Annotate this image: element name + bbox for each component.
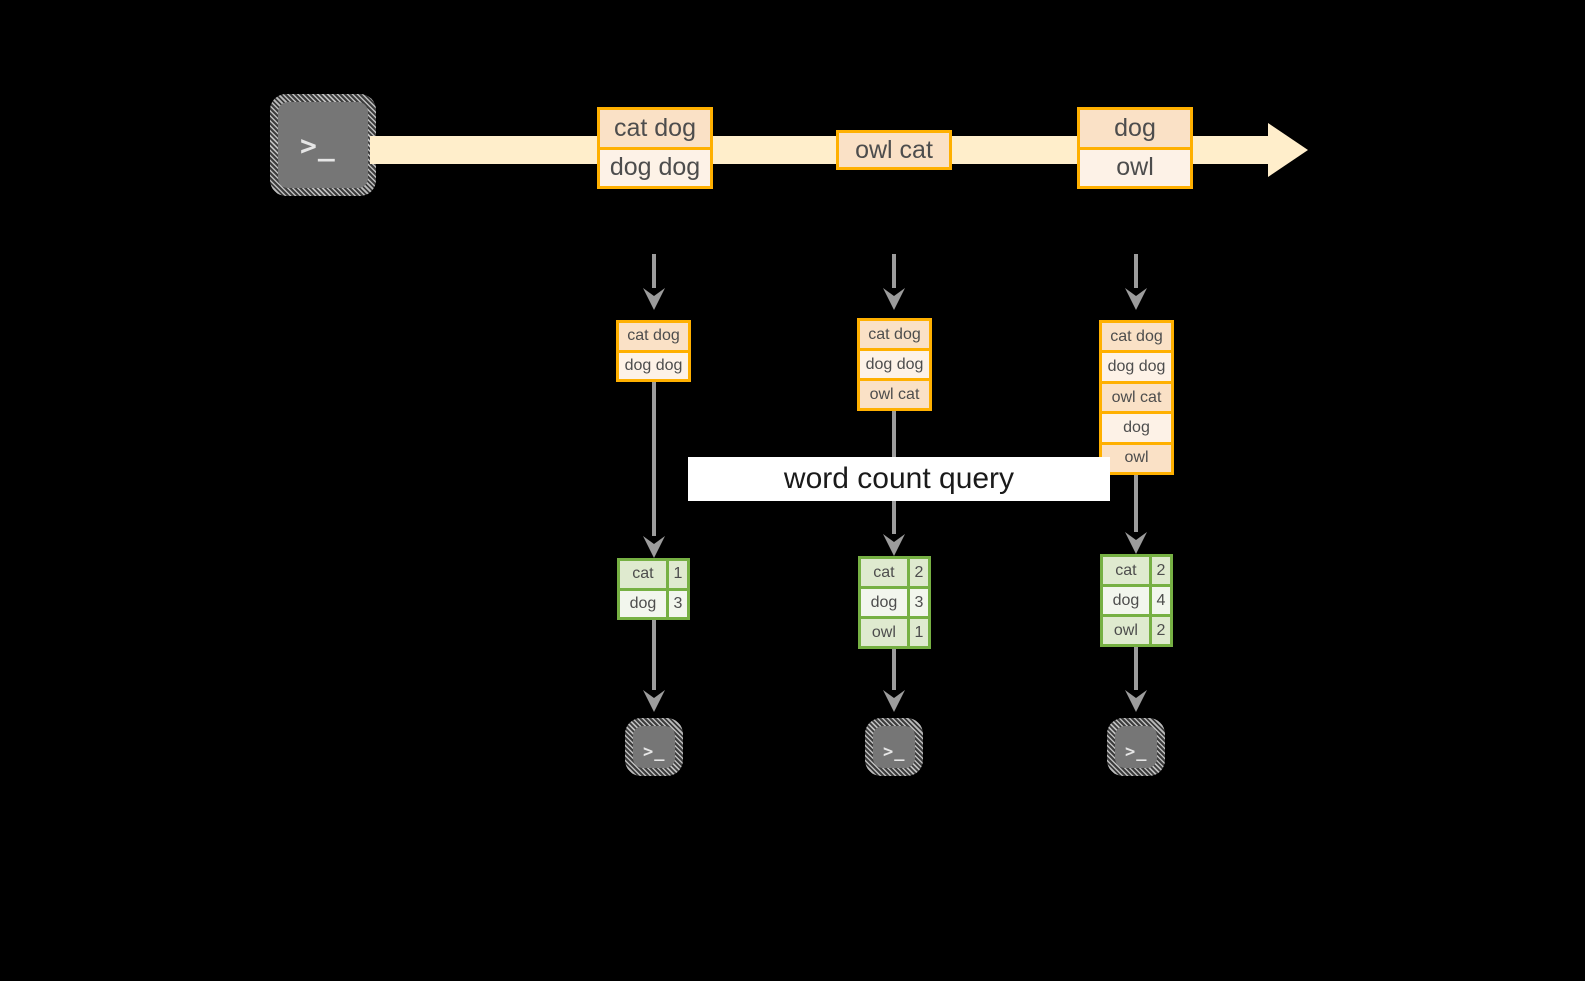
result-word: cat (861, 559, 907, 586)
stream-event-group-1: cat dog dog dog (597, 107, 713, 189)
stream-event-line: owl (1080, 146, 1190, 186)
result-count: 4 (1148, 587, 1170, 614)
event-stream-arrowhead (1268, 123, 1308, 177)
result-count: 2 (1148, 617, 1170, 644)
stream-event-line: cat dog (600, 110, 710, 147)
result-row: dog 3 (620, 587, 687, 617)
result-count: 1 (665, 561, 687, 588)
result-row: cat 2 (861, 559, 928, 586)
terminal-face (278, 102, 368, 188)
state-row: dog (1102, 411, 1171, 442)
stream-event-line: owl cat (839, 133, 949, 167)
arrowhead-notch (883, 690, 905, 698)
sink-terminal-icon-3[interactable]: >_ (1107, 718, 1165, 776)
stream-event-group-2: owl cat (836, 130, 952, 170)
arrowhead-notch (1125, 532, 1147, 540)
state-table-1: cat dog dog dog (616, 320, 691, 382)
state-row: owl cat (860, 378, 929, 408)
query-label: word count query (688, 457, 1110, 501)
result-row: dog 3 (861, 586, 928, 616)
state-table-3: cat dog dog dog owl cat dog owl (1099, 320, 1174, 475)
result-word: dog (620, 590, 666, 617)
result-table-1: cat 1 dog 3 (617, 558, 690, 620)
result-table-3: cat 2 dog 4 owl 2 (1100, 554, 1173, 647)
terminal-prompt-glyph: >_ (643, 742, 666, 762)
source-terminal-icon[interactable]: >_ (270, 94, 376, 196)
result-row: cat 1 (620, 561, 687, 588)
state-to-result-connector-1 (652, 382, 656, 542)
result-count: 3 (906, 589, 928, 616)
terminal-prompt-glyph: >_ (883, 742, 906, 762)
state-row: dog dog (619, 349, 688, 379)
result-to-sink-connector-3 (1134, 647, 1138, 692)
state-row: cat dog (1102, 323, 1171, 351)
terminal-prompt-glyph: >_ (1125, 742, 1148, 762)
result-word: dog (861, 589, 907, 616)
result-word: dog (1103, 587, 1149, 614)
arrowhead-notch (643, 536, 665, 544)
state-row: dog dog (1102, 350, 1171, 381)
result-word: cat (620, 561, 666, 588)
arrowhead-notch (1125, 288, 1147, 296)
terminal-face (633, 726, 675, 768)
result-word: owl (861, 619, 907, 646)
result-count: 3 (665, 590, 687, 617)
result-count: 2 (1148, 557, 1170, 584)
state-row: cat dog (619, 323, 688, 350)
arrowhead-notch (643, 690, 665, 698)
arrowhead-notch (883, 534, 905, 542)
state-row: owl (1102, 441, 1171, 473)
result-to-sink-connector-2 (892, 649, 896, 692)
state-row: owl cat (1102, 380, 1171, 412)
result-row: owl 2 (1103, 614, 1170, 644)
result-row: owl 1 (861, 616, 928, 646)
result-word: cat (1103, 557, 1149, 584)
sink-terminal-icon-1[interactable]: >_ (625, 718, 683, 776)
stream-to-state-connector-3 (1134, 254, 1138, 288)
stream-event-line: dog dog (600, 146, 710, 186)
state-to-result-connector-3 (1134, 475, 1138, 537)
result-word: owl (1103, 617, 1149, 644)
terminal-face (1115, 726, 1157, 768)
terminal-face (873, 726, 915, 768)
result-table-2: cat 2 dog 3 owl 1 (858, 556, 931, 649)
state-row: dog dog (860, 348, 929, 378)
state-table-2: cat dog dog dog owl cat (857, 318, 932, 411)
arrowhead-notch (643, 288, 665, 296)
stream-event-line: dog (1080, 110, 1190, 147)
result-row: cat 2 (1103, 557, 1170, 584)
result-count: 1 (906, 619, 928, 646)
state-row: cat dog (860, 321, 929, 348)
stream-to-state-connector-2 (892, 254, 896, 288)
terminal-prompt-glyph: >_ (300, 129, 336, 162)
stream-event-group-3: dog owl (1077, 107, 1193, 189)
result-count: 2 (906, 559, 928, 586)
result-to-sink-connector-1 (652, 620, 656, 692)
result-row: dog 4 (1103, 584, 1170, 614)
arrowhead-notch (883, 288, 905, 296)
arrowhead-notch (1125, 690, 1147, 698)
stream-to-state-connector-1 (652, 254, 656, 288)
sink-terminal-icon-2[interactable]: >_ (865, 718, 923, 776)
